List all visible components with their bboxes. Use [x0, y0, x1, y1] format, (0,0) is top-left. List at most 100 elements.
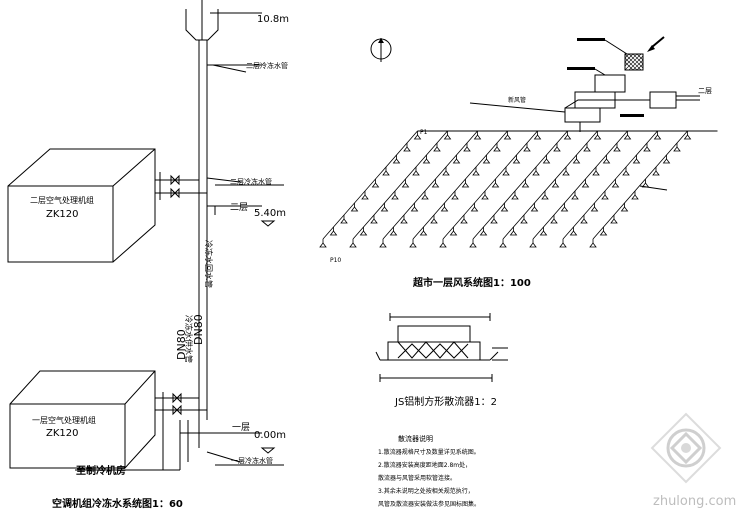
grille-hatch	[624, 53, 644, 71]
unit-1-title: 一层空气处理机组	[32, 415, 96, 425]
diffuser-symbol	[631, 194, 639, 200]
diffuser-symbol	[481, 194, 489, 200]
level-top-text: 10.8m	[257, 14, 289, 25]
note-line-3: 散流器与风管采用软管连接。	[378, 474, 456, 482]
diffuser-symbol	[379, 242, 387, 248]
air-direction-shaft	[651, 36, 665, 48]
diffuser-symbol	[571, 194, 579, 200]
diffuser-symbol	[361, 194, 369, 200]
diffuser-symbol	[491, 182, 500, 188]
diffuser-symbol	[490, 218, 498, 224]
diffuser-symbol	[530, 206, 539, 212]
diffuser-symbol	[562, 170, 570, 176]
diffuser-symbol	[563, 134, 572, 140]
riser-size-b: DN80	[192, 314, 205, 345]
air-system: 二层 新风管 P10 P1 超市一层风系统图1：100 JS铝	[319, 36, 718, 508]
diffuser-symbol	[410, 206, 419, 212]
diffuser-symbol	[470, 206, 479, 212]
duct-piece-2	[574, 91, 616, 109]
diffuser-symbol	[482, 158, 491, 164]
diffuser-symbol	[439, 242, 447, 248]
diffuser-symbol	[583, 146, 591, 152]
diffuser-symbol	[581, 182, 590, 188]
level-1-text: 0.00m	[254, 430, 286, 441]
grid-note-leader	[639, 185, 668, 191]
riser-label-a: 冷冻水供水管	[184, 315, 194, 363]
diffuser-symbol	[560, 206, 569, 212]
diffuser-symbol	[370, 218, 378, 224]
watermark-text: zhulong.com	[653, 494, 736, 509]
unit-1-valve-b	[172, 404, 182, 416]
diffuser-symbol	[683, 134, 692, 140]
diffuser-symbol	[542, 158, 551, 164]
diffuser-symbol	[610, 218, 618, 224]
level-2-name: 二层	[230, 202, 248, 213]
diffuser-symbol	[382, 170, 390, 176]
diffuser-symbol	[541, 194, 549, 200]
note-line-4: 3.其余未说明之处按相关规范执行，	[378, 487, 474, 495]
unit-2-model: ZK120	[46, 209, 79, 220]
diffuser-symbol	[622, 170, 630, 176]
north-arrow-icon	[378, 38, 384, 43]
detail-neck	[397, 325, 471, 343]
diffuser-symbol	[409, 242, 417, 248]
diffuser-symbol	[340, 218, 348, 224]
diffuser-symbol	[611, 182, 620, 188]
diffuser-grid	[319, 130, 718, 248]
diffuser-symbol	[479, 230, 488, 236]
diffuser-symbol	[412, 170, 420, 176]
duct-piece-3	[564, 99, 615, 123]
grid-label-right: P1	[420, 129, 428, 136]
diffuser-symbol	[433, 146, 441, 152]
notes: 散流器说明 1.散流器规格尺寸及数量详见系统图。 2.散流器安装高度距地面2.8…	[378, 434, 480, 508]
diffuser-symbol	[380, 206, 389, 212]
note-line-1: 1.散流器规格尺寸及数量详见系统图。	[378, 448, 480, 456]
detail-ceiling-l	[375, 351, 381, 361]
diffuser-symbol	[653, 134, 662, 140]
to-chiller-text: 至制冷机房	[76, 464, 126, 477]
diffuser-detail	[375, 313, 508, 382]
diffuser-symbol	[539, 230, 548, 236]
level-1-symbol	[260, 447, 276, 454]
branch-label-2: 二层冷冻水管	[230, 177, 272, 186]
diffuser-symbol	[403, 146, 411, 152]
diffuser-symbol	[499, 242, 507, 248]
diffuser-symbol	[502, 170, 510, 176]
grid-label-left: P10	[330, 257, 341, 264]
diffuser-symbol	[452, 158, 461, 164]
diffuser-symbol	[521, 182, 530, 188]
diffuser-symbol	[472, 170, 480, 176]
branch-label-2-leader	[206, 177, 241, 183]
level-1-name: 一层	[232, 422, 250, 433]
left-title: 空调机组冷冻水系统图1：60	[52, 497, 183, 510]
branch-label-1: 一层冷冻水管	[231, 456, 273, 465]
diffuser-symbol	[442, 170, 450, 176]
diffuser-symbol	[461, 182, 470, 188]
unit-1-model: ZK120	[46, 428, 79, 439]
diffuser-symbol	[463, 146, 471, 152]
notes-title: 散流器说明	[398, 434, 433, 443]
diffuser-symbol	[503, 134, 512, 140]
diffuser-symbol	[419, 230, 428, 236]
supply-duct-label: 新风管	[508, 96, 526, 104]
diffuser-symbol	[551, 182, 560, 188]
unit-2-valve-a	[170, 174, 180, 186]
diffuser-symbol	[572, 158, 581, 164]
grid-branch	[442, 130, 538, 240]
tag-leader-1	[604, 39, 628, 55]
detail-vanes	[397, 341, 469, 359]
diffuser-symbol	[440, 206, 449, 212]
right-title: 超市一层风系统图1：100	[412, 276, 531, 289]
branch-label-1-leader	[206, 451, 241, 463]
grid-branch	[352, 130, 448, 240]
diffuser-symbol	[401, 182, 410, 188]
diffuser-symbol	[421, 194, 429, 200]
diffuser-symbol	[443, 134, 452, 140]
diffuser-symbol	[602, 158, 611, 164]
grid-branch	[502, 130, 598, 240]
diffuser-symbol	[319, 242, 327, 248]
unit-1-valve-a	[172, 392, 182, 404]
diffuser-symbol	[620, 206, 629, 212]
diffuser-symbol	[509, 230, 518, 236]
